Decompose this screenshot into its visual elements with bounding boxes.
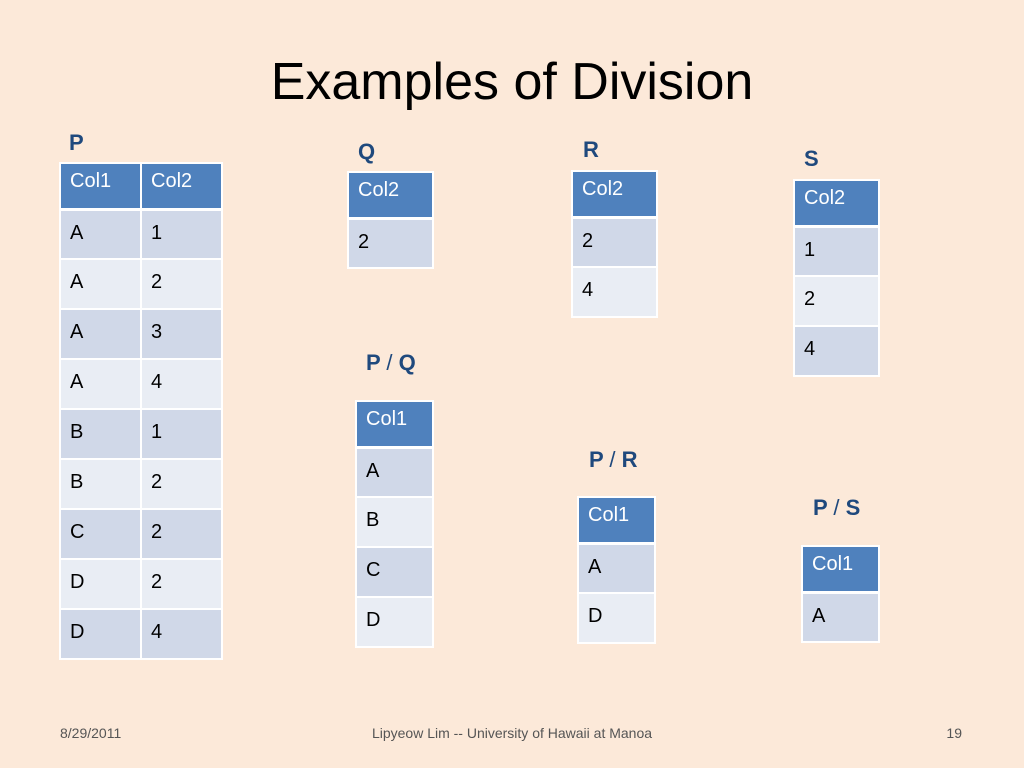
table-row: 2	[793, 275, 880, 327]
table-cell: A	[355, 446, 434, 498]
column-header: Col1	[59, 162, 142, 210]
table-cell: 3	[140, 308, 223, 360]
table-cell: 4	[140, 608, 223, 660]
table-header-row: Col2	[793, 179, 880, 227]
table-cell: B	[355, 496, 434, 548]
label-p-div-r-sep: /	[609, 447, 616, 472]
label-p-div-r-right: R	[621, 447, 638, 472]
table-cell: A	[59, 208, 142, 260]
table-row: 1	[793, 225, 880, 277]
table-cell: 2	[347, 217, 434, 269]
table-cell: 1	[140, 408, 223, 460]
table-cell: 2	[140, 558, 223, 610]
table-cell: 2	[140, 458, 223, 510]
table-row: 2	[347, 217, 434, 269]
table-cell: A	[577, 542, 656, 594]
column-header: Col1	[577, 496, 656, 544]
table-cell: A	[59, 258, 142, 310]
column-header: Col2	[140, 162, 223, 210]
table-cell: 1	[793, 225, 880, 277]
label-p-div-q: P / Q	[366, 350, 416, 376]
table-header-row: Col2	[347, 171, 434, 219]
slide-title: Examples of Division	[270, 53, 754, 111]
table-cell: D	[59, 608, 142, 660]
table-header-row: Col1	[577, 496, 656, 544]
table-header-row: Col1	[355, 400, 434, 448]
table-cell: B	[59, 458, 142, 510]
label-p-div-r-left: P	[589, 447, 604, 472]
table-cell: 4	[571, 266, 658, 318]
table-cell: 1	[140, 208, 223, 260]
footer-author: Lipyeow Lim -- University of Hawaii at M…	[371, 725, 653, 741]
table-row: A	[355, 446, 434, 498]
table-cell: A	[801, 591, 880, 643]
label-p-div-q-right: Q	[398, 350, 416, 375]
label-p-div-s-right: S	[845, 495, 861, 520]
table-cell: B	[59, 408, 142, 460]
label-q: Q	[358, 139, 376, 164]
table-row: B	[355, 496, 434, 548]
table-row: D	[577, 592, 656, 644]
table-header-row: Col2	[571, 170, 658, 218]
label-p-div-s-sep: /	[833, 495, 840, 520]
footer-date: 8/29/2011	[60, 725, 122, 741]
label-p-div-s-left: P	[813, 495, 828, 520]
column-header: Col1	[801, 545, 880, 593]
table-cell: C	[59, 508, 142, 560]
label-r: R	[583, 137, 599, 162]
table-cell: 2	[140, 258, 223, 310]
table-cell: D	[577, 592, 656, 644]
table-row: D	[355, 596, 434, 648]
label-p-div-r: P / R	[589, 447, 638, 473]
table-cell: C	[355, 546, 434, 598]
table-cell: 4	[140, 358, 223, 410]
table-row: 4	[571, 266, 658, 318]
table-row: A	[577, 542, 656, 594]
table-cell: D	[355, 596, 434, 648]
table-cell: A	[59, 308, 142, 360]
column-header: Col2	[571, 170, 658, 218]
label-p-div-s: P / S	[813, 495, 860, 521]
column-header: Col1	[355, 400, 434, 448]
label-p-div-q-sep: /	[386, 350, 393, 375]
table-cell: D	[59, 558, 142, 610]
table-row: 2	[571, 216, 658, 268]
label-p: P	[69, 130, 84, 155]
table-row: A	[801, 591, 880, 643]
column-header: Col2	[793, 179, 880, 227]
label-p-div-q-left: P	[366, 350, 381, 375]
table-cell: 2	[140, 508, 223, 560]
table-header-row: Col1	[801, 545, 880, 593]
table-row: 4	[793, 325, 880, 377]
footer-page-number: 19	[946, 725, 962, 741]
table-cell: 2	[793, 275, 880, 327]
column-header: Col2	[347, 171, 434, 219]
label-s: S	[804, 146, 819, 171]
table-cell: A	[59, 358, 142, 410]
table-cell: 2	[571, 216, 658, 268]
table-cell: 4	[793, 325, 880, 377]
table-row: C	[355, 546, 434, 598]
